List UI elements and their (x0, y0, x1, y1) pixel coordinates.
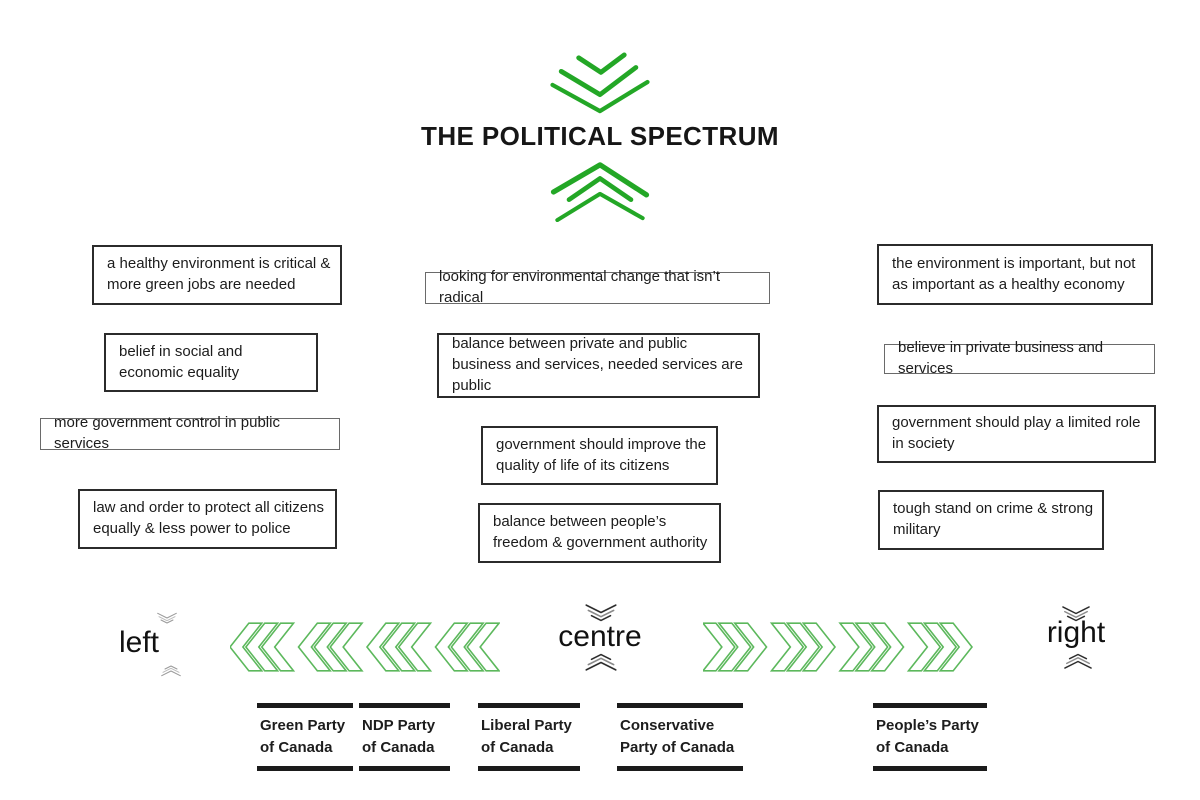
party-label-ndp-party: NDP Party of Canada (359, 703, 450, 771)
party-label-peoples-party: People’s Party of Canada (873, 703, 987, 771)
statement-text: belief in social and economic equality (119, 342, 243, 381)
statement-box-left-government-control: more government control in public servic… (40, 414, 340, 452)
axis-label-centre: centre (558, 620, 642, 653)
party-name-line: of Canada (481, 738, 554, 756)
statement-text: believe in private business and services (898, 339, 1104, 377)
statement-text: government should play a limited role in… (892, 414, 1141, 452)
statement-box-centre-balance-business: balance between private and public busin… (437, 333, 760, 398)
statement-text: more government control in public servic… (54, 414, 280, 452)
left-arrows-icon (230, 622, 500, 672)
statement-text: government should improve the quality of… (496, 435, 707, 474)
statement-text: tough stand on crime & strong military (893, 500, 1094, 538)
statement-box-right-limited-government: government should play a limited role in… (877, 405, 1156, 463)
right-arrows-icon (703, 622, 973, 672)
statement-box-centre-environment: looking for environmental change that is… (425, 268, 770, 306)
axis-label-right: right (1046, 616, 1106, 649)
chevron-down-icon (585, 604, 617, 622)
statement-box-right-economy: the environment is important, but not as… (877, 244, 1153, 305)
statement-text: balance between people’s freedom & gover… (493, 513, 708, 551)
statement-text: the environment is important, but not as… (892, 254, 1136, 293)
party-name-line: Liberal Party (481, 717, 572, 734)
axis-label-left: left (118, 626, 160, 659)
chevron-down-icon (1062, 606, 1090, 622)
party-name-line: of Canada (362, 738, 435, 756)
statement-text: law and order to protect all citizens eq… (93, 499, 324, 537)
party-name-line: Party of Canada (620, 738, 735, 756)
chevron-down-icon (157, 612, 177, 624)
chevron-up-icon (161, 665, 181, 677)
party-label-conservative-party: Conservative Party of Canada (617, 703, 743, 771)
chevron-up-icon (1064, 653, 1092, 669)
statement-text: balance between private and public busin… (452, 335, 743, 394)
chevron-up-icon (585, 653, 617, 671)
statement-box-left-law-order: law and order to protect all citizens eq… (78, 489, 337, 549)
statement-text: a healthy environment is critical & more… (107, 255, 331, 293)
statement-box-centre-freedom-authority: balance between people’s freedom & gover… (478, 503, 721, 563)
statement-box-left-environment: a healthy environment is critical & more… (92, 245, 342, 305)
party-name-line: People’s Party (876, 717, 979, 734)
chevron-down-decoration-icon (550, 52, 650, 114)
party-name-line: NDP Party (362, 717, 436, 734)
party-name-line: Green Party (260, 717, 346, 734)
statement-box-centre-quality-of-life: government should improve the quality of… (481, 426, 718, 485)
statement-box-right-private-business: believe in private business and services (884, 339, 1155, 377)
party-name-line: Conservative (620, 717, 715, 734)
statement-box-left-equality: belief in social and economic equality (104, 333, 318, 392)
chevron-up-decoration-icon (550, 162, 650, 222)
party-label-liberal-party: Liberal Party of Canada (478, 703, 580, 771)
statement-text: looking for environmental change that is… (439, 268, 721, 306)
party-label-green-party: Green Party of Canada (257, 703, 353, 771)
page-title: THE POLITICAL SPECTRUM (421, 121, 779, 151)
party-name-line: of Canada (876, 738, 949, 756)
statement-box-right-crime-military: tough stand on crime & strong military (878, 490, 1104, 550)
party-name-line: of Canada (260, 738, 333, 756)
